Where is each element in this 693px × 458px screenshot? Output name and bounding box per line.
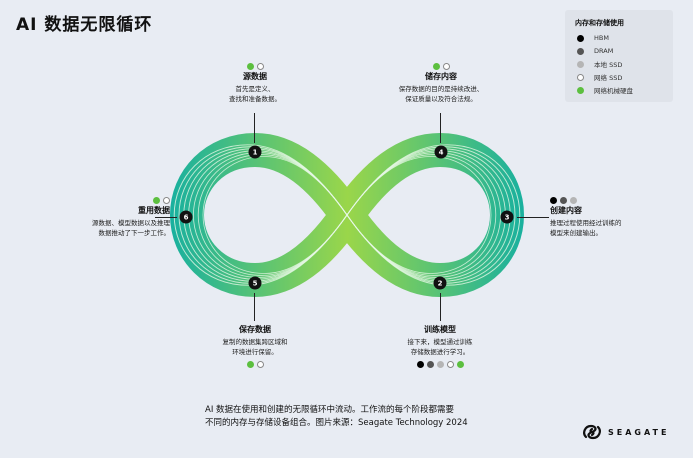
stage-node [248, 276, 262, 290]
stage-desc: 查找和准备数据。 [229, 95, 281, 103]
stage-name: 源数据 [243, 72, 267, 81]
stage-number: 2 [438, 280, 443, 288]
page-title: AI 数据无限循环 [16, 15, 153, 35]
caption-line-1: AI 数据在使用和创建的无限循环中流动。工作流的每个阶段都需要 [205, 405, 455, 415]
storage-dot-icon [432, 63, 440, 70]
connector-line [254, 293, 255, 321]
stage-number: 5 [253, 280, 258, 288]
stage-desc: 模型来创建输出。 [550, 229, 602, 237]
storage-dots [370, 361, 510, 368]
connector-line [440, 113, 441, 143]
storage-dot-icon [246, 361, 254, 368]
legend-item: 网络 SSD [577, 73, 673, 82]
storage-dot-icon [456, 361, 464, 368]
legend-item: 本地 SSD [577, 60, 673, 69]
stage-5: 保存数据复制的数据集跨区域和环境进行保留。 [195, 323, 315, 368]
connector-line [155, 217, 177, 218]
stage-number: 6 [184, 214, 189, 222]
stage-desc: 首先是定义、 [235, 85, 275, 93]
caption-line-2: 不同的内存与存储设备组合。图片来源：Seagate Technology 202… [205, 418, 468, 428]
stage-desc: 环境进行保留。 [232, 348, 278, 356]
stage-node [248, 145, 262, 159]
seagate-logo-icon [583, 424, 601, 440]
stage-desc: 推理过程使用经过训练的 [550, 219, 622, 227]
legend-swatch-icon [577, 73, 584, 81]
stage-name: 创建内容 [550, 206, 582, 215]
stage-desc: 存储数据进行学习。 [410, 348, 470, 356]
legend-item: 网络机械硬盘 [577, 86, 673, 95]
stage-desc: 源数据、模型数据以及推理 [92, 219, 170, 227]
connector-line [254, 113, 255, 143]
stage-number: 3 [505, 214, 510, 222]
stage-6: 重用数据源数据、模型数据以及推理数据推动了下一步工作。 [40, 197, 170, 238]
storage-dot-icon [153, 197, 160, 204]
seagate-logo-text: SEAGATE [608, 427, 670, 437]
legend-swatch-icon [577, 60, 584, 68]
legend-label: 本地 SSD [594, 61, 623, 69]
legend-swatch-icon [577, 86, 584, 94]
stage-4: 储存内容保存数据的目的是持续改进、保证质量以及符合法规。 [370, 63, 512, 104]
legend-item: DRAM [577, 47, 673, 55]
loop-line [173, 144, 521, 286]
stage-desc: 复制的数据集跨区域和 [222, 338, 288, 346]
stage-name: 重用数据 [138, 206, 170, 215]
connector-line [440, 293, 441, 321]
connector-line [517, 217, 549, 218]
stage-desc: 数据推动了下一步工作。 [98, 229, 171, 237]
legend-title: 内存和存储使用 [575, 19, 624, 27]
storage-dots [40, 197, 170, 204]
storage-dot-icon [442, 63, 450, 70]
caption: AI 数据在使用和创建的无限循环中流动。工作流的每个阶段都需要 不同的内存与存储… [205, 404, 468, 430]
seagate-logo: SEAGATE [582, 423, 669, 441]
storage-dots [550, 197, 660, 204]
stage-2: 训练模型接下来，模型通过训练存储数据进行学习。 [370, 323, 510, 368]
stage-desc: 接下来，模型通过训练 [407, 338, 473, 346]
stage-node [434, 145, 448, 159]
storage-dots [370, 63, 512, 70]
stage-desc: 保证质量以及符合法规。 [405, 95, 477, 103]
legend-item: HBM [577, 34, 673, 42]
storage-dot-icon [256, 361, 264, 368]
stage-node [179, 210, 193, 224]
stage-desc: 保存数据的目的是持续改进、 [398, 85, 484, 93]
stage-node [500, 210, 514, 224]
stage-3: 创建内容推理过程使用经过训练的模型来创建输出。 [550, 197, 660, 238]
storage-dots [195, 63, 315, 70]
storage-dot-icon [550, 197, 557, 204]
storage-dots [195, 361, 315, 368]
legend-label: DRAM [594, 47, 614, 55]
legend-label: 网络机械硬盘 [594, 87, 633, 95]
stage-node [433, 276, 447, 290]
stage-number: 4 [439, 149, 444, 157]
storage-dot-icon [570, 197, 577, 204]
legend-label: HBM [594, 34, 609, 42]
stage-number: 1 [253, 149, 258, 157]
storage-dot-icon [246, 63, 254, 70]
legend-swatch-icon [577, 47, 584, 55]
stage-1: 源数据首先是定义、查找和准备数据。 [195, 63, 315, 104]
legend: 内存和存储使用 HBM DRAM 本地 SSD 网络 SSD 网络机械硬盘 [565, 10, 673, 102]
storage-dot-icon [560, 197, 567, 204]
storage-dot-icon [163, 197, 170, 204]
storage-dot-icon [256, 63, 264, 70]
storage-dot-icon [446, 361, 454, 368]
storage-dot-icon [416, 361, 424, 368]
storage-dot-icon [436, 361, 444, 368]
storage-dot-icon [426, 361, 434, 368]
stage-name: 储存内容 [425, 72, 457, 81]
stage-name: 保存数据 [239, 325, 271, 334]
legend-swatch-icon [577, 34, 584, 42]
stage-name: 训练模型 [424, 325, 456, 334]
legend-label: 网络 SSD [594, 74, 623, 82]
